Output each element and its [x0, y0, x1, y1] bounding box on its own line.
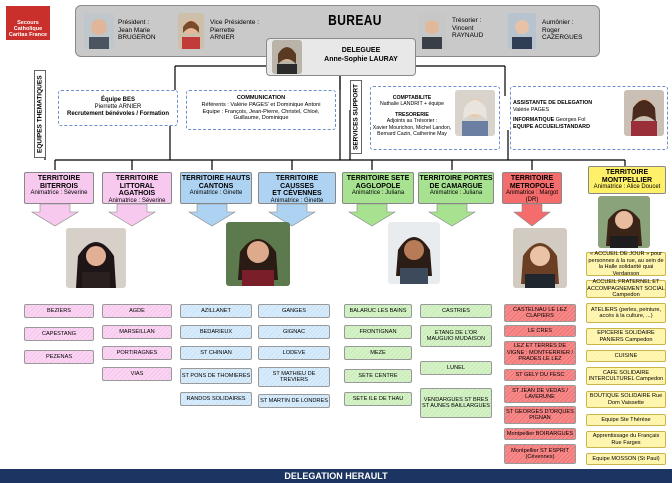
list-item[interactable]: CUISINE	[586, 350, 666, 362]
arrow-hauts-cantons	[187, 203, 237, 227]
vice-president-photo	[178, 13, 204, 49]
list-item[interactable]: SETE CENTRE	[344, 369, 412, 383]
list-item[interactable]: ACCUEIL FRATERNEL ET ACCOMPAGNEMENT SOCI…	[586, 279, 666, 299]
aumonier-label: Aumônier : Roger CAZERGUES	[542, 19, 583, 41]
list-item[interactable]: Montpellier ST ESPRIT (Cévennes)	[504, 444, 576, 464]
list-item[interactable]: ST GELY DU FESC	[504, 369, 576, 381]
list-item[interactable]: Equipe MOSSON (St Paul)	[586, 453, 666, 465]
tresorier-photo	[418, 13, 446, 49]
ginette-photo	[226, 222, 290, 286]
list-item[interactable]: ATELIERS (perles, peinture, accès à la c…	[586, 303, 666, 323]
arrow-agathois	[107, 203, 157, 227]
footer-banner: DELEGATION HERAULT	[0, 469, 672, 483]
list-item[interactable]: EPICERIE SOLIDAIRE PANIERS Campedon	[586, 328, 666, 345]
list-item[interactable]: PEZENAS	[24, 350, 94, 364]
alice-photo	[598, 196, 650, 248]
list-item[interactable]: FRONTIGNAN	[344, 325, 412, 339]
list-item[interactable]: AZILLANET	[180, 304, 252, 318]
list-item[interactable]: LEZ ET TERRES DE VIGNE : MONTFERRIER / P…	[504, 341, 576, 365]
arrow-camargue	[427, 203, 477, 227]
thematic-teams-label: EQUIPES THEMATIQUES	[34, 70, 46, 158]
list-item[interactable]: ST MATHIEU DE TREVIERS	[258, 367, 330, 387]
arrow-metropole	[513, 203, 551, 227]
list-item[interactable]: VIAS	[102, 367, 172, 381]
list-item[interactable]: BEDARIEUX	[180, 325, 252, 339]
arrow-sete	[347, 203, 397, 227]
secours-catholique-logo: Secours Catholique Caritas France	[6, 6, 50, 40]
margot-photo	[513, 228, 567, 288]
list-item[interactable]: BALARUC LES BAINS	[344, 304, 412, 318]
list-item[interactable]: CASTELNAU LE LEZ CLAPIERS	[504, 304, 576, 322]
list-item[interactable]: MEZE	[344, 346, 412, 360]
juliana-photo	[388, 222, 440, 284]
deleguee-label: DELEGUEE Anne-Sophie LAURAY	[324, 47, 398, 63]
severine-photo	[66, 228, 126, 288]
list-item[interactable]: Equipe Ste Thérèse	[586, 414, 666, 426]
list-item[interactable]: BOUTIQUE SOLIDAIRE Rue Dom Vaissette	[586, 391, 666, 408]
assistante-text: ASSISTANTE DE DELEGATION Valérie PAGES I…	[513, 100, 593, 130]
list-item[interactable]: LODEVE	[258, 346, 330, 360]
aumonier-photo	[508, 13, 536, 49]
deleguee-photo	[272, 40, 302, 74]
arrow-biterrois	[30, 203, 80, 227]
assistante-photo	[624, 90, 664, 136]
support-services-label: SERVICES SUPPORT	[350, 80, 362, 154]
list-item[interactable]: LE CRES	[504, 325, 576, 337]
list-item[interactable]: PORTIRAGNES	[102, 346, 172, 360]
communication-box: COMMUNICATION Référents : Valérie PAGES'…	[186, 90, 336, 130]
list-item[interactable]: RANDOS SOLIDAIRES	[180, 392, 252, 406]
list-item[interactable]: ST MARTIN DE LONDRES	[258, 394, 330, 408]
president-photo	[84, 13, 114, 49]
list-item[interactable]: ETANG DE L'OR MAUGUIO MUDAISON	[420, 325, 492, 347]
tresorier-label: Trésorier : Vincent RAYNAUD	[452, 17, 484, 39]
list-item[interactable]: AGDE	[102, 304, 172, 318]
list-item[interactable]: Apprentissage du Français Rue Farges	[586, 431, 666, 448]
bureau-title: BUREAU	[328, 12, 382, 29]
president-label: Président : Jean Marie BRUGERON	[118, 19, 156, 41]
list-item[interactable]: ST GEORGES D'ORQUES PIGNAN	[504, 406, 576, 424]
list-item[interactable]: VENDARGUES ST BRES ST AUNES BAILLARGUES	[420, 388, 492, 418]
list-item[interactable]: SETE ILE DE THAU	[344, 392, 412, 406]
vice-president-label: Vice Présidente : Pierrette ARNIER	[210, 19, 260, 41]
list-item[interactable]: GANGES	[258, 304, 330, 318]
comptabilite-photo	[455, 90, 495, 136]
footer-title: DELEGATION HERAULT	[284, 471, 388, 481]
list-item[interactable]: MARSEILLAN	[102, 325, 172, 339]
list-item[interactable]: ST CHINIAN	[180, 346, 252, 360]
list-item[interactable]: ST PONS DE THOMIERES	[180, 368, 252, 384]
list-item[interactable]: ST JEAN DE VEDAS / LAVERUNE	[504, 385, 576, 403]
list-item[interactable]: CAPESTANG	[24, 327, 94, 341]
list-item[interactable]: CASTRIES	[420, 304, 492, 318]
list-item[interactable]: CAFE SOLIDAIRE INTERCULTUREL Campedon	[586, 367, 666, 385]
arrow-causses	[267, 203, 317, 227]
list-item[interactable]: BEZIERS	[24, 304, 94, 318]
comptabilite-text: COMPTABILITE Nathalie LANDRIT + équipe T…	[372, 95, 452, 138]
list-item[interactable]: GIGNAC	[258, 325, 330, 339]
list-item[interactable]: « ACCUEIL DE JOUR » pour personnes à la …	[586, 251, 666, 277]
equipe-bes-box: Équipe BES Pierrette ARNIER Recrutement …	[58, 90, 178, 126]
list-item[interactable]: LUNEL	[420, 361, 492, 375]
list-item[interactable]: Montpellier BOIRARGUES	[504, 428, 576, 440]
